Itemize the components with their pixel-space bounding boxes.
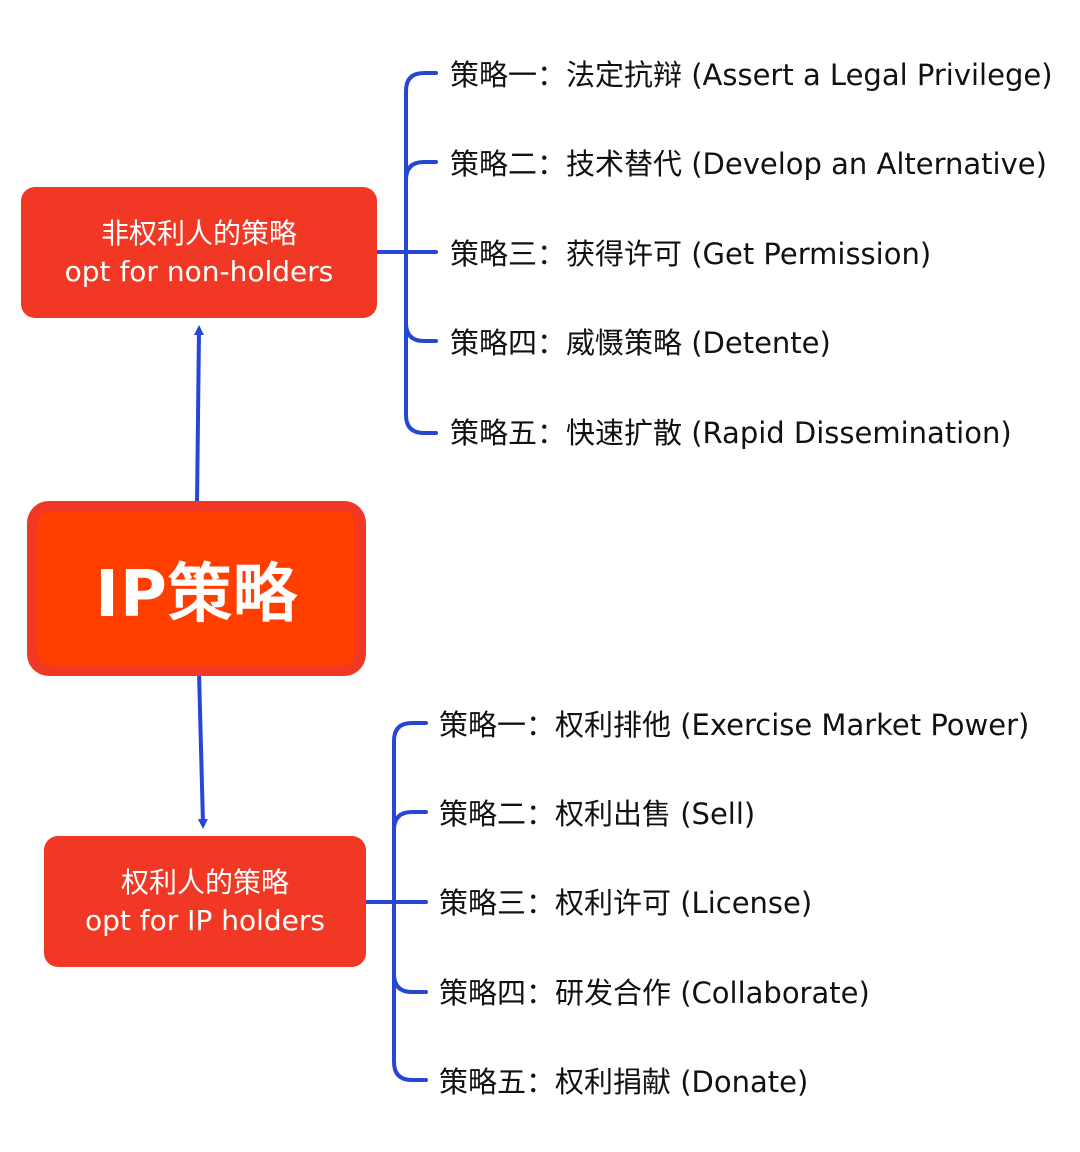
non-holders-strategy-4: 策略四：威慑策略 (Detente)	[450, 326, 831, 360]
non-holders-strategy-3: 策略三：获得许可 (Get Permission)	[450, 237, 932, 271]
non-holders-strategy-2: 策略二：技术替代 (Develop an Alternative)	[450, 147, 1047, 181]
arrow-root-to-non-holders	[193, 325, 204, 506]
node-root: IP策略	[27, 501, 366, 676]
node-holders: 权利人的策略 opt for IP holders	[44, 836, 366, 967]
holders-strategy-3: 策略三：权利许可 (License)	[439, 886, 813, 920]
node-holders-label-en: opt for IP holders	[85, 903, 325, 937]
node-holders-label-cn: 权利人的策略	[120, 865, 289, 899]
holders-strategy-4: 策略四：研发合作 (Collaborate)	[439, 976, 870, 1010]
node-non-holders-label-cn: 非权利人的策略	[100, 216, 297, 250]
arrow-root-to-holders	[197, 671, 208, 829]
non-holders-strategy-1: 策略一：法定抗辩 (Assert a Legal Privilege)	[450, 58, 1053, 92]
node-non-holders: 非权利人的策略 opt for non-holders	[21, 187, 377, 318]
holders-strategy-1: 策略一：权利排他 (Exercise Market Power)	[439, 708, 1030, 742]
holders-strategy-2: 策略二：权利出售 (Sell)	[439, 797, 756, 831]
node-non-holders-label-en: opt for non-holders	[64, 254, 334, 288]
node-root-label: IP策略	[95, 557, 298, 632]
bracket-holders	[364, 721, 428, 1082]
non-holders-strategy-5: 策略五：快速扩散 (Rapid Dissemination)	[450, 416, 1012, 450]
holders-strategy-5: 策略五：权利捐献 (Donate)	[439, 1065, 809, 1099]
node-root-inner: IP策略	[37, 511, 356, 666]
bracket-non-holders	[375, 71, 438, 435]
